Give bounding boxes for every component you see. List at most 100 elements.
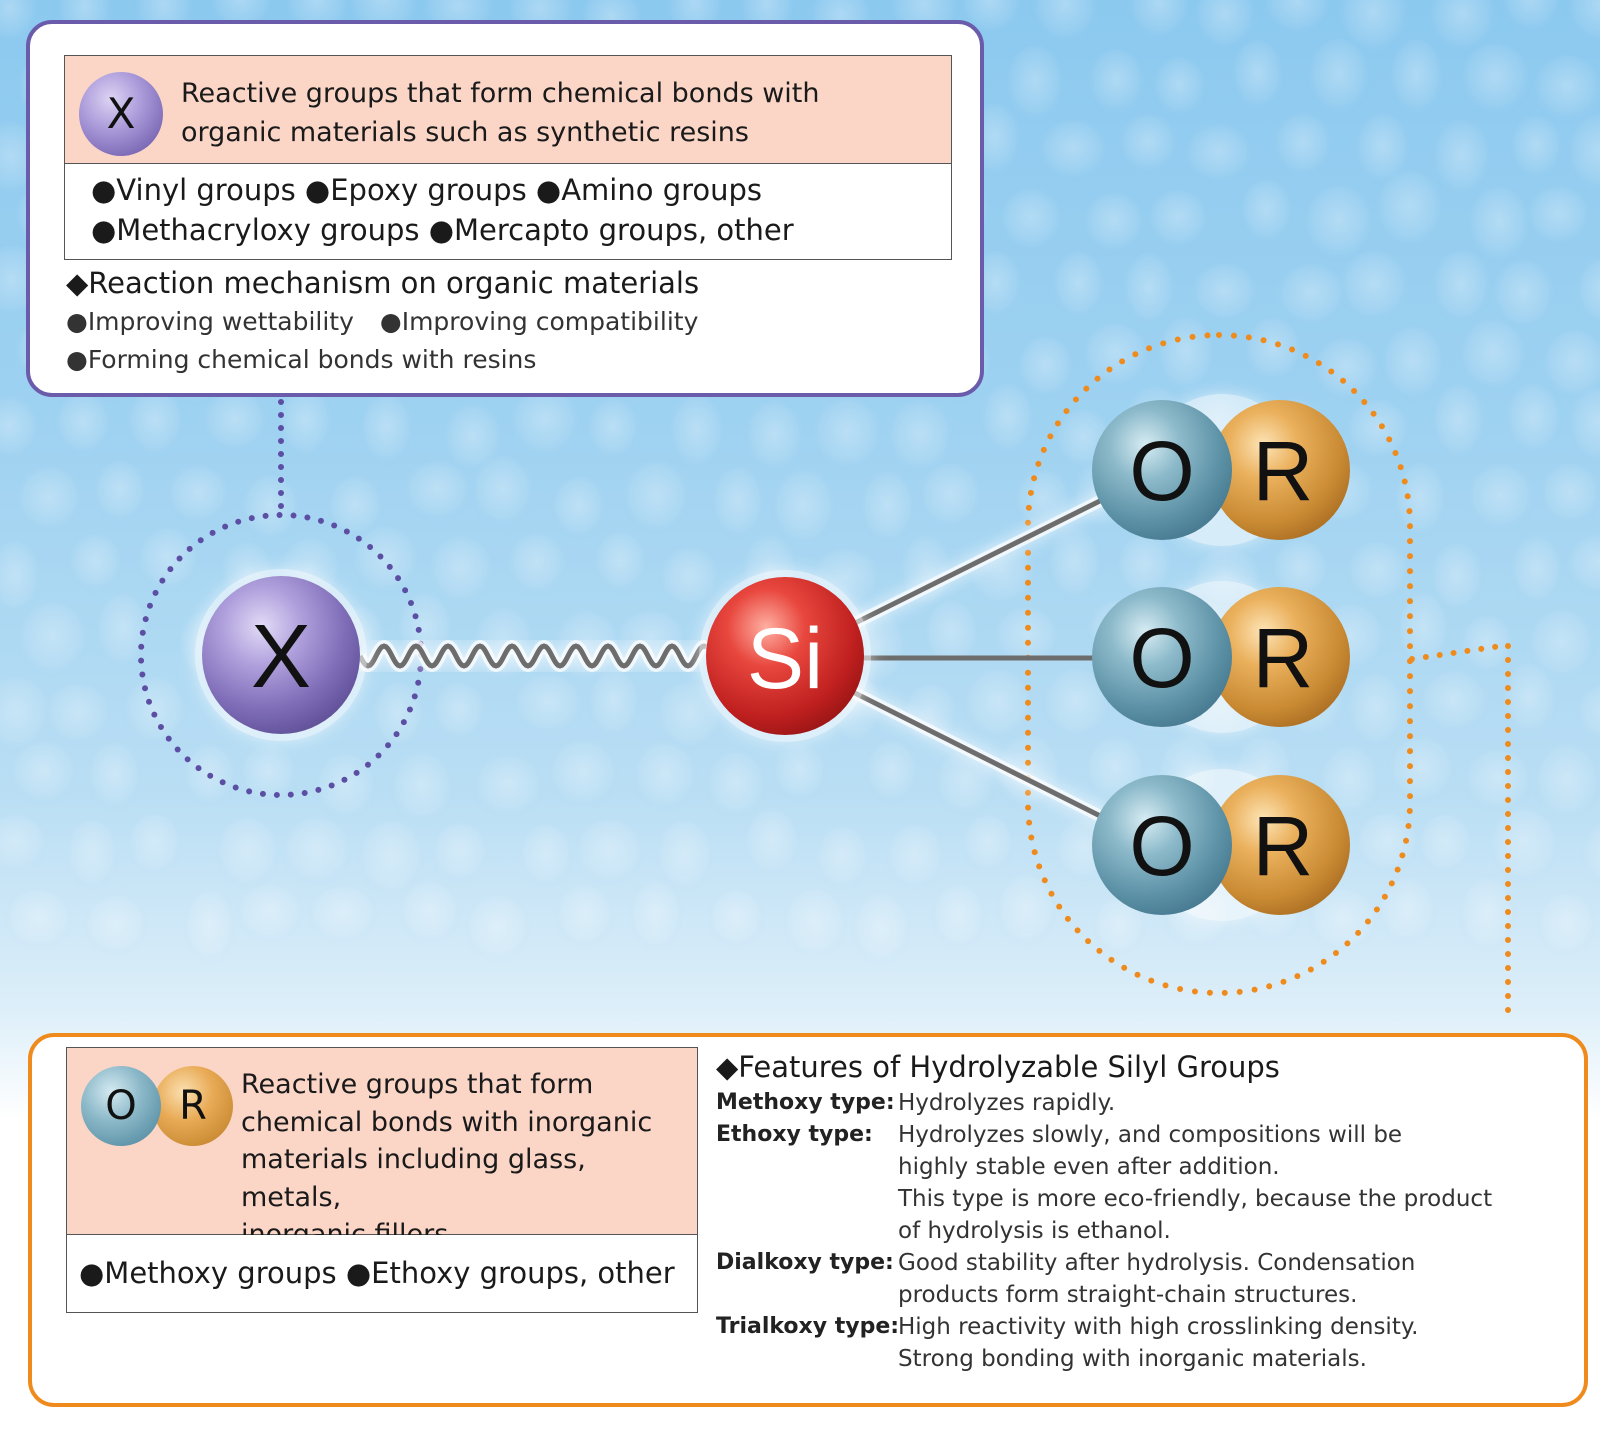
background-bubble [201,390,268,454]
background-bubble [1047,525,1102,604]
background-bubble [54,393,112,457]
organic-groups-header: X Reactive groups that form chemical bon… [64,55,952,164]
background-bubble [1338,250,1410,325]
background-bubble [884,823,946,892]
background-bubble [1467,185,1531,265]
r-badge-icon: R [153,1066,233,1146]
background-bubble [166,465,230,526]
feature-label: Dialkoxy type: [716,1250,894,1275]
background-bubble [183,888,236,966]
background-bubble [655,818,714,895]
background-bubble [1303,184,1375,263]
background-bubble [240,474,301,543]
background-bubble [126,388,184,459]
background-bubble [44,682,112,748]
background-bubble [710,466,765,542]
background-bubble [1501,661,1558,739]
background-bubble [0,813,49,874]
background-bubble [771,741,828,803]
x-badge-icon: X [79,72,163,156]
background-bubble [961,813,1015,875]
background-bubble [1527,608,1595,683]
background-bubble [1307,38,1371,117]
background-bubble [555,883,614,950]
background-bubble [403,461,472,523]
background-bubble [470,455,535,529]
alkoxy-group-2: O R [1092,581,1350,733]
organic-groups-description: Reactive groups that form chemical bonds… [181,78,820,148]
background-bubble [918,463,983,531]
background-bubble [707,888,765,949]
background-bubble [87,741,142,812]
background-bubble [1116,533,1173,601]
background-bubble [327,476,384,539]
background-bubble [518,823,574,890]
feature-methoxy: Methoxy type: Hydrolyzes rapidly. [716,1087,1546,1119]
oxygen-label: O [1129,424,1194,518]
background-bubble [1313,337,1381,402]
list-item: ●Vinyl groups ●Epoxy groups ●Amino group… [91,173,763,207]
background-bubble [999,188,1063,253]
background-bubble [1417,812,1473,876]
feature-description: Hydrolyzes rapidly. [898,1090,1116,1116]
background-bubble [1463,748,1533,814]
background-bubble [1510,535,1563,609]
background-bubble [1087,49,1146,117]
background-bubble [351,526,420,596]
background-bubble [1431,385,1486,462]
background-bubble [1042,668,1111,742]
background-bubble [864,740,919,805]
alkyl-label: R [1253,611,1314,705]
background-bubble [1374,170,1444,251]
background-bubble [1532,55,1600,124]
background-bubble [1429,0,1496,54]
background-bubble [1355,811,1420,875]
background-bubble [552,610,622,686]
background-bubble [1568,387,1600,466]
background-bubble [307,884,378,945]
background-bubble [547,739,619,810]
feature-label: Trialkoxy type: [716,1314,900,1339]
background-bubble [1459,614,1514,676]
si-atom: Si [699,570,871,742]
background-bubble [574,818,644,887]
background-bubble [923,599,979,670]
background-bubble [931,882,986,952]
background-bubble [1081,322,1150,390]
x-atom: X [195,569,367,741]
background-bubble [1491,260,1556,332]
background-bubble [744,400,804,474]
background-bubble [1565,534,1600,597]
background-bubble [1005,45,1065,125]
background-bubble [390,751,454,827]
background-bubble [1344,399,1411,462]
background-bubble [1128,0,1190,42]
background-bubble [1466,463,1535,533]
hydrolyzable-features: ◆Features of Hydrolyzable Silyl Groups M… [716,1047,1546,1375]
background-bubble [1346,672,1406,750]
background-bubble [0,540,41,617]
background-bubble [359,394,414,467]
background-bubble [668,395,725,471]
x-atom-label: X [251,607,311,707]
background-bubble [127,811,182,878]
background-bubble [0,0,37,44]
background-bubble [442,404,503,475]
alkoxy-group-1: O R [1092,394,1350,546]
background-bubble [1271,539,1329,603]
background-bubble [1580,821,1600,888]
background-bubble [1381,326,1445,403]
background-bubble [1526,185,1591,247]
background-bubble [1152,56,1207,119]
background-bubble [1346,541,1409,605]
background-bubble [1032,0,1098,45]
background-bubble [622,460,691,536]
feature-trialkoxy: Trialkoxy type: High reactivity with hig… [716,1311,1546,1375]
background-bubble [68,533,123,594]
background-bubble [1541,329,1600,401]
list-item: ●Methacryloxy groups ●Mercapto groups, o… [91,213,794,247]
mechanism-item: ●Improving wettability [66,307,354,336]
inorganic-groups-header: R O Reactive groups that form chemical b… [66,1047,698,1250]
background-bubble [980,383,1035,457]
